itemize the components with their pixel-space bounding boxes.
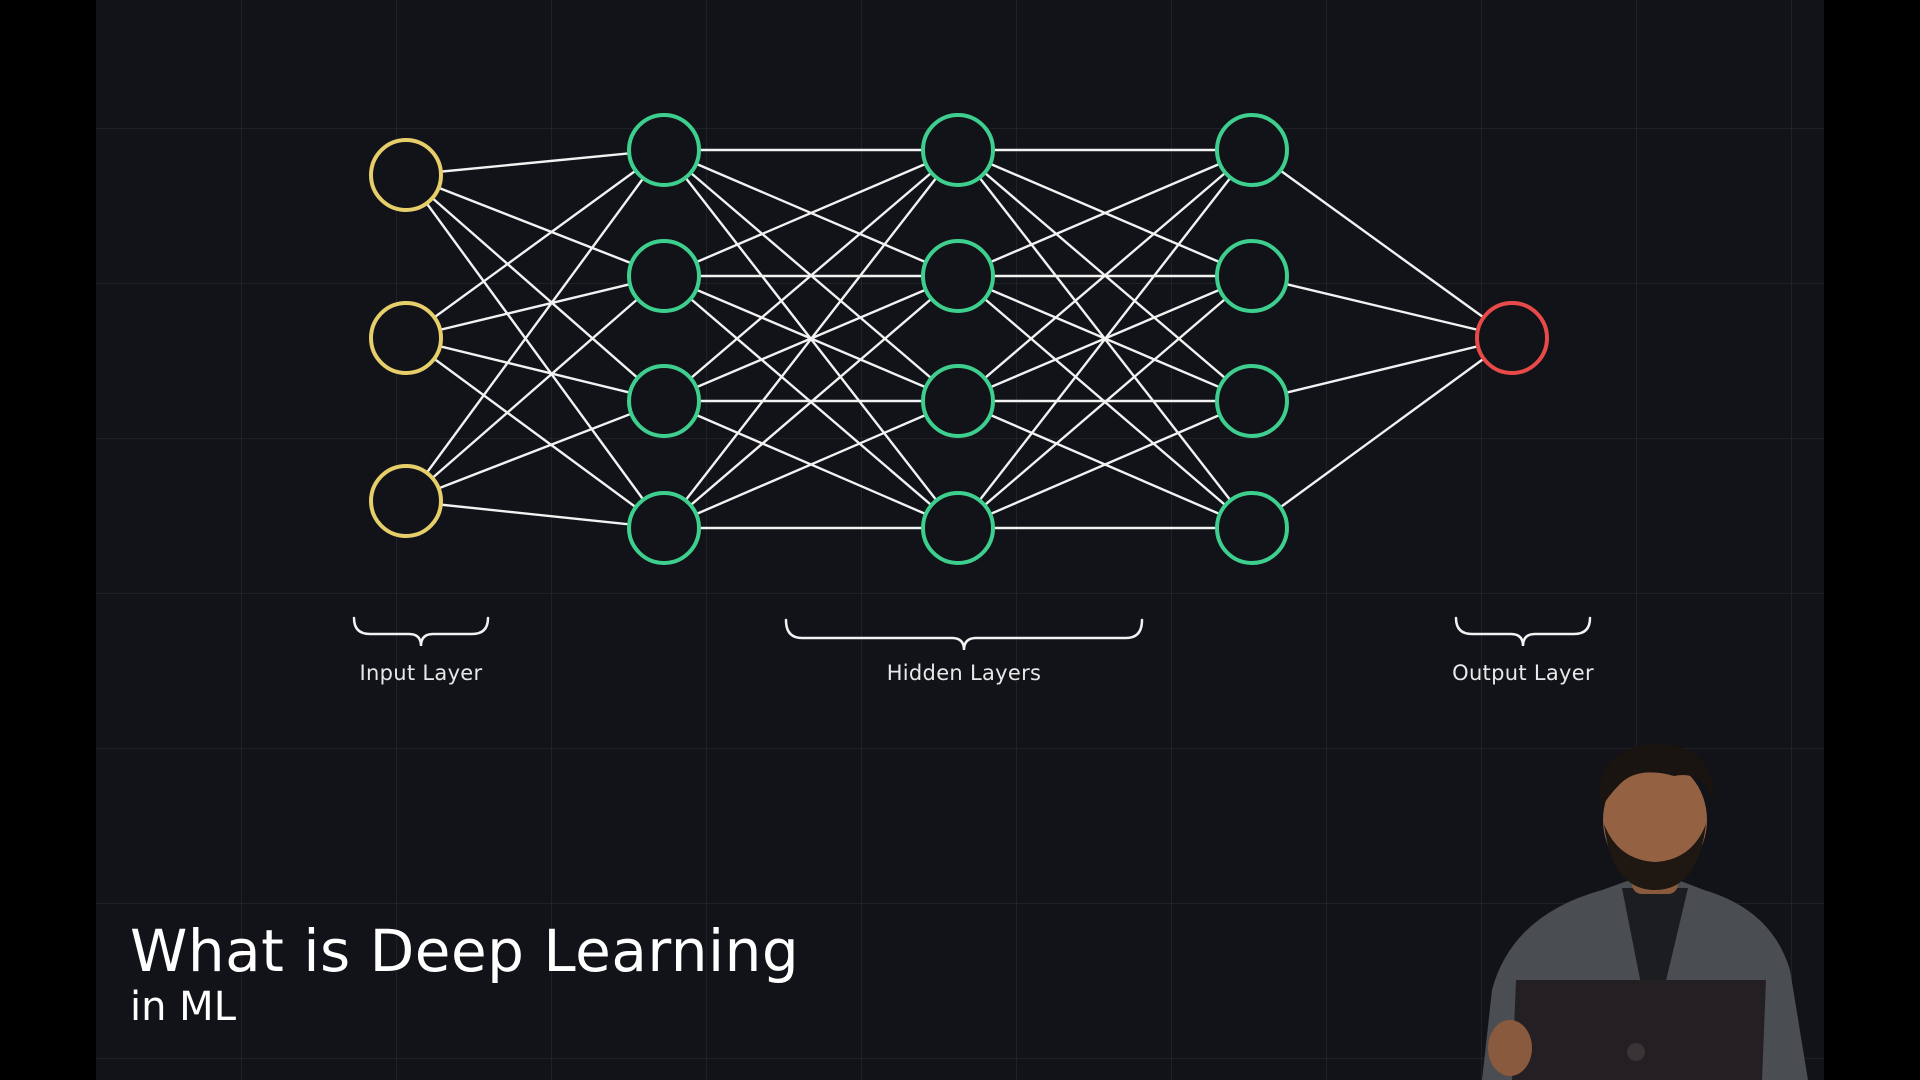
connection-lines [405, 148, 1513, 530]
input-layer-label: Input Layer [360, 661, 483, 685]
hidden-neuron-2-3 [921, 491, 995, 565]
connection-line-3-0-0 [1251, 149, 1513, 339]
output-layer-label: Output Layer [1452, 661, 1594, 685]
connection-line-2-2-0 [957, 149, 1253, 402]
hidden-neuron-1-1 [627, 239, 701, 313]
hidden-layers-label: Hidden Layers [887, 661, 1042, 685]
neural-network-diagram: Input Layer Hidden Layers Output Layer [352, 113, 1594, 685]
hidden-neuron-3-1 [1215, 239, 1289, 313]
hidden-neuron-2-0 [921, 113, 995, 187]
connection-line-0-1-2 [405, 336, 665, 403]
neuron-nodes [369, 113, 1549, 565]
hidden-neuron-3-0 [1215, 113, 1289, 187]
output-layer-brace-icon [1454, 616, 1592, 647]
connection-line-0-2-2 [405, 399, 665, 503]
slide-title-block: What is Deep Learning in ML [130, 918, 799, 1030]
hidden-layers-brace: Hidden Layers [784, 618, 1144, 685]
output-neuron-4-0 [1475, 301, 1549, 375]
connection-line-3-3-0 [1251, 337, 1513, 529]
connection-line-1-2-0 [663, 149, 959, 402]
laptop-logo-icon [1627, 1043, 1645, 1061]
connection-line-1-1-0 [663, 148, 959, 278]
connection-line-0-0-0 [405, 148, 665, 177]
input-neuron-0-0 [369, 138, 443, 212]
connection-line-0-2-1 [405, 275, 665, 502]
connection-line-1-3-2 [663, 399, 959, 530]
input-neuron-0-2 [369, 464, 443, 538]
connection-line-1-3-0 [663, 149, 959, 529]
hidden-neuron-1-2 [627, 364, 701, 438]
hidden-neuron-3-2 [1215, 364, 1289, 438]
connection-line-0-2-0 [405, 149, 665, 502]
slide-title: What is Deep Learning [130, 917, 800, 985]
slide-canvas: Input Layer Hidden Layers Output Layer W… [96, 0, 1824, 1080]
connection-line-0-0-3 [405, 174, 665, 529]
connection-line-0-1-0 [405, 149, 665, 339]
hidden-neuron-1-0 [627, 113, 701, 187]
hidden-neuron-1-3 [627, 491, 701, 565]
connection-line-0-0-1 [405, 173, 665, 278]
connection-line-1-3-1 [663, 275, 959, 529]
connection-line-0-0-2 [405, 174, 665, 402]
presenter-hair [1599, 743, 1714, 810]
presenter-video-image [1482, 743, 1808, 1080]
connection-line-2-3-1 [957, 275, 1253, 529]
input-neuron-0-1 [369, 301, 443, 375]
connection-line-3-1-0 [1251, 274, 1513, 340]
presenter-beard [1604, 824, 1706, 890]
input-layer-brace-icon [352, 616, 490, 647]
hidden-neuron-2-2 [921, 364, 995, 438]
hidden-neuron-2-1 [921, 239, 995, 313]
presenter-shirt [1622, 888, 1688, 1040]
connection-line-2-1-0 [957, 148, 1253, 278]
connection-line-0-2-3 [405, 499, 665, 530]
connection-line-3-2-0 [1251, 336, 1513, 403]
laptop-icon [1512, 980, 1766, 1080]
connection-line-0-1-1 [405, 274, 665, 340]
connection-line-0-1-3 [405, 337, 665, 529]
presenter-hand [1488, 1020, 1532, 1076]
connection-line-2-3-2 [957, 399, 1253, 530]
connection-line-2-3-0 [957, 149, 1253, 529]
input-layer-brace: Input Layer [352, 616, 490, 685]
output-layer-brace: Output Layer [1452, 616, 1594, 685]
hidden-layers-brace-icon [784, 618, 1144, 651]
hidden-neuron-3-3 [1215, 491, 1289, 565]
slide-subtitle: in ML [130, 984, 236, 1030]
presenter-head [1603, 760, 1707, 880]
